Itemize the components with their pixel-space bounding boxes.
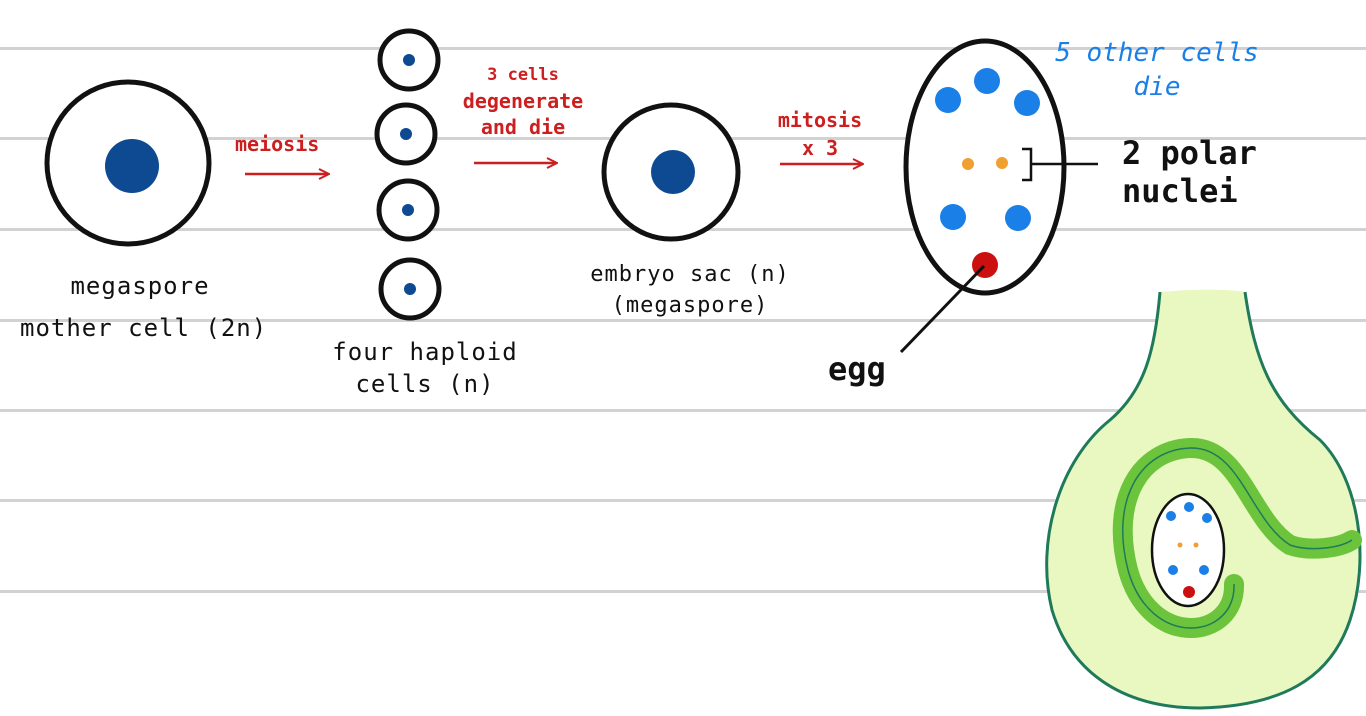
polar-line1: 2 polar: [1122, 134, 1257, 172]
megaspore-mother-line2: mother cell (2n): [20, 314, 268, 342]
mitosis-label: mitosis x 3: [770, 106, 870, 162]
degenerate-line2: degenerate: [462, 89, 584, 113]
mitosis-line2: x 3: [801, 136, 839, 160]
four-haploid-line1: four haploid: [332, 338, 518, 366]
mitosis-line1: mitosis: [777, 108, 863, 132]
egg-pointer: [899, 264, 986, 354]
megaspore-mother-line1: megaspore: [70, 272, 210, 300]
mother-cell-nucleus: [105, 139, 159, 193]
mature-embryo-sac: [903, 38, 1067, 296]
ruled-line: [0, 590, 1366, 593]
embryo-sac-line2: (megaspore): [611, 293, 769, 318]
four-haploid-line2: cells (n): [355, 370, 495, 398]
polar-line2: nuclei: [1122, 172, 1238, 210]
other-cells-label: 5 other cells die: [1052, 36, 1262, 104]
megaspore-mother-label: megaspore mother cell (2n): [20, 272, 268, 342]
four-haploid-cells: [374, 28, 442, 321]
megaspore-mother-cell: [44, 79, 212, 247]
polar-nuclei-pointer: [1022, 147, 1098, 182]
ovule-illustration: [1045, 289, 1362, 710]
ruled-line: [0, 499, 1366, 502]
degenerate-label: 3 cells degenerate and die: [458, 62, 588, 140]
ruled-line: [0, 47, 1366, 50]
embryo-sac-megaspore: [601, 102, 741, 242]
ruled-line: [0, 409, 1366, 412]
other-cells-line2: die: [1133, 72, 1181, 102]
embryo-sac-line1: embryo sac (n): [590, 262, 790, 287]
egg-label: egg: [828, 350, 886, 388]
polar-nuclei-label: 2 polar nuclei: [1122, 134, 1257, 210]
meiosis-label: meiosis: [235, 132, 320, 156]
four-haploid-label: four haploid cells (n): [330, 338, 520, 398]
degenerate-line3: and die: [480, 115, 566, 139]
other-cells-line1: 5 other cells: [1055, 38, 1259, 68]
degenerate-line1: 3 cells: [487, 65, 559, 85]
ruled-line: [0, 319, 1366, 322]
embryo-sac-label: embryo sac (n) (megaspore): [585, 262, 795, 318]
